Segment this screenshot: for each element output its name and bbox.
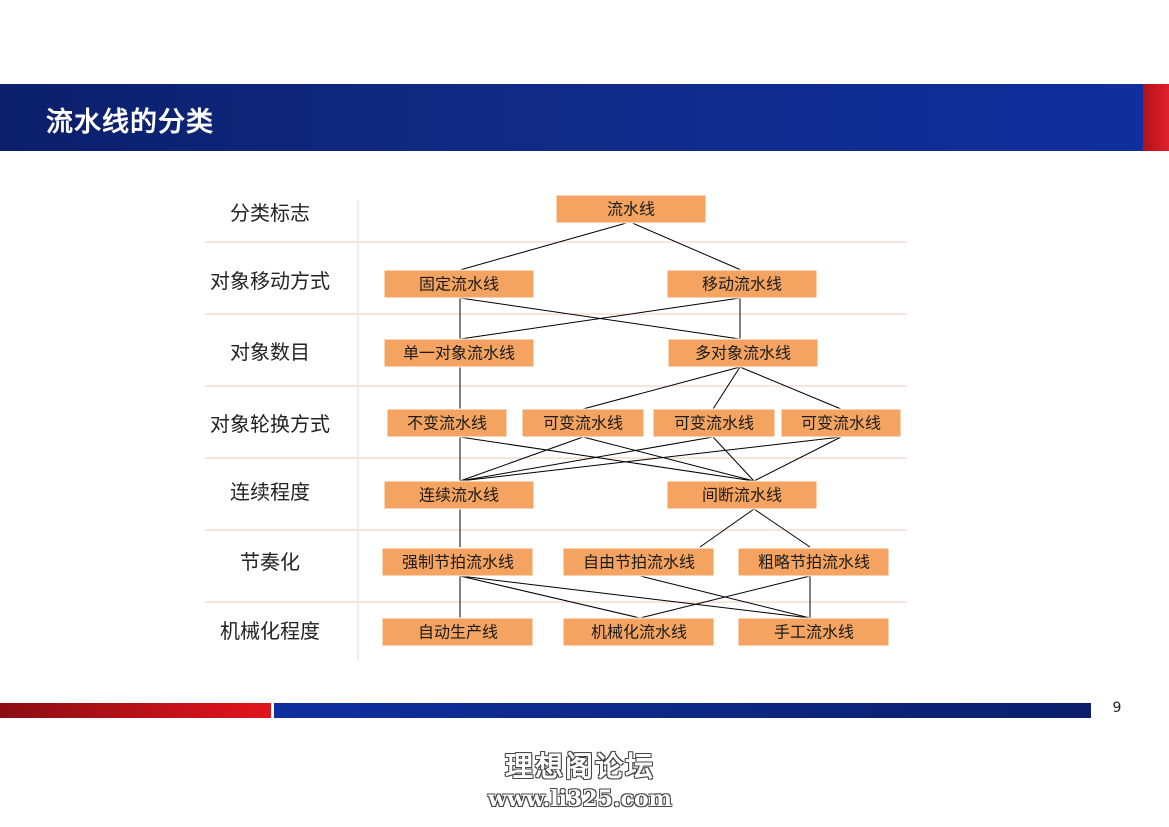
svg-text:多对象流水线: 多对象流水线 — [695, 344, 791, 363]
title-accent — [1143, 84, 1169, 151]
node-rough-rhythm: 粗略节拍流水线 — [737, 547, 890, 577]
node-invariant: 不变流水线 — [386, 408, 508, 438]
node-single: 单一对象流水线 — [383, 338, 535, 368]
edge — [753, 508, 811, 548]
node-continuous: 连续流水线 — [383, 480, 535, 510]
svg-text:机械化流水线: 机械化流水线 — [591, 623, 687, 642]
node-free-rhythm: 自由节拍流水线 — [562, 547, 715, 577]
watermark-name: 理想阁论坛 — [504, 750, 655, 783]
svg-text:可变流水线: 可变流水线 — [801, 414, 881, 433]
edge — [712, 366, 741, 410]
row-separators — [205, 200, 907, 660]
svg-text:粗略节拍流水线: 粗略节拍流水线 — [758, 553, 870, 572]
footer-bar-blue — [274, 703, 1091, 718]
svg-text:连续流水线: 连续流水线 — [419, 486, 499, 505]
svg-text:可变流水线: 可变流水线 — [674, 414, 754, 433]
svg-text:间断流水线: 间断流水线 — [702, 486, 782, 505]
svg-text:手工流水线: 手工流水线 — [774, 623, 854, 642]
svg-text:自动生产线: 自动生产线 — [418, 623, 498, 642]
slide-title: 流水线的分类 — [46, 107, 214, 138]
node-manual-line: 手工流水线 — [737, 617, 890, 647]
row-label-rhythm: 节奏化 — [240, 550, 300, 574]
svg-text:流水线: 流水线 — [607, 200, 655, 219]
edge — [582, 436, 755, 482]
edge — [459, 436, 842, 482]
edge — [459, 436, 755, 482]
edge — [459, 575, 641, 619]
row-label-movement: 对象移动方式 — [210, 269, 330, 293]
edge — [582, 366, 741, 410]
edge — [459, 436, 584, 482]
edge — [459, 436, 714, 482]
svg-text:固定流水线: 固定流水线 — [419, 275, 499, 294]
watermark-url: www.li325.com — [488, 786, 672, 812]
svg-text:可变流水线: 可变流水线 — [543, 414, 623, 433]
node-multi: 多对象流水线 — [667, 338, 819, 368]
row-label-mechanization: 机械化程度 — [220, 619, 320, 643]
node-moving: 移动流水线 — [666, 269, 818, 299]
edge — [629, 221, 742, 271]
edge — [739, 366, 842, 410]
svg-text:单一对象流水线: 单一对象流水线 — [403, 344, 515, 363]
row-labels: 分类标志 对象移动方式 对象数目 对象轮换方式 连续程度 节奏化 机械化程度 — [210, 201, 330, 643]
row-label-criteria: 分类标志 — [230, 201, 310, 225]
title-bar — [0, 84, 1143, 151]
edge — [459, 221, 631, 271]
svg-text:强制节拍流水线: 强制节拍流水线 — [402, 553, 514, 572]
node-automatic-line: 自动生产线 — [381, 617, 534, 647]
edge — [459, 575, 811, 619]
node-fixed: 固定流水线 — [383, 269, 535, 299]
node-variable-1: 可变流水线 — [521, 408, 645, 438]
edge — [712, 436, 755, 482]
diagram-edges — [459, 221, 842, 619]
row-label-continuity: 连续程度 — [230, 480, 310, 504]
edge — [459, 297, 741, 340]
row-label-count: 对象数目 — [230, 340, 310, 364]
node-variable-3: 可变流水线 — [780, 408, 902, 438]
edge — [639, 575, 811, 619]
edge — [753, 436, 842, 482]
node-root: 流水线 — [555, 194, 707, 224]
node-variable-2: 可变流水线 — [652, 408, 776, 438]
svg-text:不变流水线: 不变流水线 — [407, 414, 487, 433]
node-intermittent: 间断流水线 — [666, 480, 818, 510]
page-number: 9 — [1112, 700, 1122, 716]
node-mechanized-line: 机械化流水线 — [562, 617, 715, 647]
row-label-rotation: 对象轮换方式 — [210, 412, 330, 436]
svg-text:自由节拍流水线: 自由节拍流水线 — [583, 553, 695, 572]
edge — [699, 508, 755, 548]
svg-text:移动流水线: 移动流水线 — [702, 275, 782, 294]
footer-bar-red — [0, 703, 271, 718]
node-forced-rhythm: 强制节拍流水线 — [381, 547, 534, 577]
